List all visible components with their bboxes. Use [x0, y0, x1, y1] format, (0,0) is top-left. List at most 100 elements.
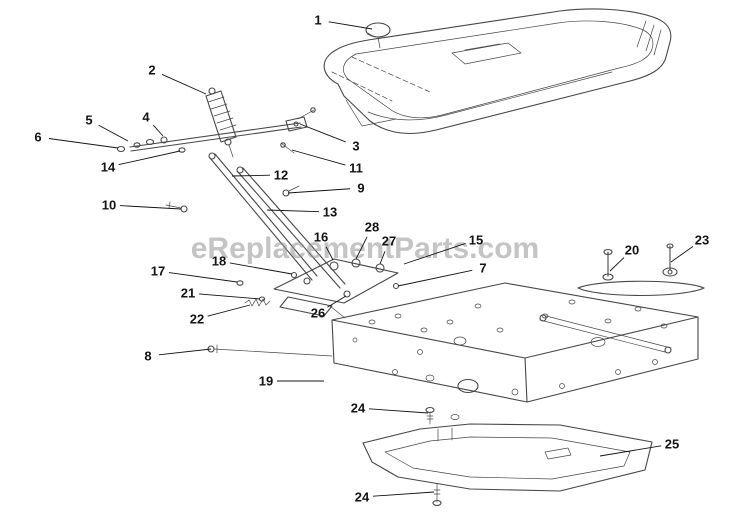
- callout-label: 7: [479, 261, 486, 276]
- leader-line: [379, 251, 386, 265]
- callout-14: 14: [101, 150, 181, 175]
- seat-art: [323, 8, 672, 134]
- callout-label: 24: [355, 490, 370, 505]
- leader-line: [368, 408, 429, 414]
- callout-label: 15: [469, 233, 483, 248]
- leader-line: [325, 246, 334, 261]
- callout-10: 10: [102, 198, 182, 213]
- callout-label: 3: [352, 139, 359, 154]
- callout-label: 8: [144, 349, 151, 364]
- leader-line: [161, 74, 207, 95]
- callout-4: 4: [142, 110, 164, 137]
- callout-5: 5: [85, 113, 129, 142]
- leader-line: [158, 348, 212, 356]
- callout-label: 24: [351, 401, 366, 416]
- callout-label: 1: [314, 13, 321, 28]
- callout-label: 22: [190, 312, 204, 327]
- spring-art: [205, 87, 237, 158]
- callout-18: 18: [212, 254, 293, 275]
- callout-label: 27: [382, 234, 396, 249]
- pivot-plate-art: [236, 258, 400, 319]
- knob-art: [365, 22, 391, 49]
- callout-17: 17: [151, 264, 238, 283]
- callout-19: 19: [259, 374, 324, 389]
- callout-2: 2: [148, 63, 207, 95]
- callout-22: 22: [190, 304, 251, 327]
- callout-label: 20: [625, 243, 639, 258]
- callout-label: 9: [357, 181, 364, 196]
- callout-label: 10: [102, 198, 116, 213]
- leader-line: [152, 124, 164, 137]
- callout-label: 18: [212, 254, 226, 269]
- callout-11: 11: [291, 149, 363, 176]
- callout-1: 1: [314, 13, 373, 30]
- bolt-8-art: [207, 344, 333, 357]
- frame-box-art: [331, 282, 699, 403]
- callout-label: 14: [101, 160, 116, 175]
- leader-line: [118, 150, 181, 166]
- callout-6: 6: [34, 130, 119, 149]
- leader-line: [609, 257, 625, 272]
- callout-label: 6: [34, 130, 41, 145]
- callout-23: 23: [670, 233, 709, 263]
- callout-28: 28: [355, 220, 379, 260]
- leader-line: [397, 269, 473, 287]
- callout-label: 25: [665, 437, 679, 452]
- leader-line: [231, 174, 271, 177]
- callout-3: 3: [299, 123, 360, 154]
- leader-line: [119, 205, 182, 210]
- callout-label: 26: [311, 306, 325, 321]
- leader-line: [168, 272, 238, 283]
- bolt-24-top-art: [425, 406, 460, 425]
- callout-label: 19: [259, 374, 273, 389]
- leader-line: [328, 21, 373, 30]
- callout-label: 28: [365, 220, 379, 235]
- callout-label: 5: [85, 113, 92, 128]
- leader-line: [403, 243, 466, 265]
- callout-15: 15: [403, 233, 483, 265]
- callout-label: 13: [323, 205, 337, 220]
- leader-line: [98, 124, 129, 142]
- leader-line: [287, 188, 351, 194]
- watermark-text: eReplacementParts.com: [191, 232, 540, 265]
- callout-27: 27: [379, 234, 396, 265]
- leader-line: [327, 295, 347, 308]
- callout-label: 16: [314, 230, 328, 245]
- bolt-24-bottom-art: [432, 483, 442, 507]
- callout-24: 24: [351, 401, 429, 416]
- callout-9: 9: [287, 181, 365, 196]
- callout-label: 11: [349, 161, 363, 176]
- leader-line: [372, 491, 435, 497]
- callout-label: 21: [181, 286, 195, 301]
- leader-line: [599, 445, 662, 457]
- leader-line: [48, 138, 119, 149]
- callout-24: 24: [355, 490, 435, 505]
- suspension-rods-art: [165, 152, 346, 289]
- callout-7: 7: [397, 261, 487, 287]
- callout-label: 23: [695, 233, 709, 248]
- callout-20: 20: [609, 243, 639, 272]
- leader-line: [229, 262, 293, 275]
- leader-line: [299, 123, 346, 143]
- callout-26: 26: [311, 295, 347, 321]
- bottom-pan-art: [362, 423, 653, 492]
- callout-25: 25: [599, 437, 679, 457]
- leader-line: [670, 245, 694, 263]
- leader-line: [198, 293, 261, 300]
- callout-label: 17: [151, 264, 165, 279]
- mount-plate-art: [577, 243, 705, 297]
- callout-label: 2: [148, 63, 155, 78]
- callout-16: 16: [314, 230, 334, 261]
- callout-21: 21: [181, 286, 261, 301]
- callout-8: 8: [144, 348, 212, 364]
- leader-line: [355, 236, 368, 260]
- leader-line: [266, 209, 320, 213]
- callout-12: 12: [231, 168, 288, 183]
- callout-label: 4: [142, 110, 150, 125]
- upper-linkage-art: [116, 107, 316, 154]
- leader-line: [207, 304, 251, 317]
- leader-line: [291, 149, 346, 166]
